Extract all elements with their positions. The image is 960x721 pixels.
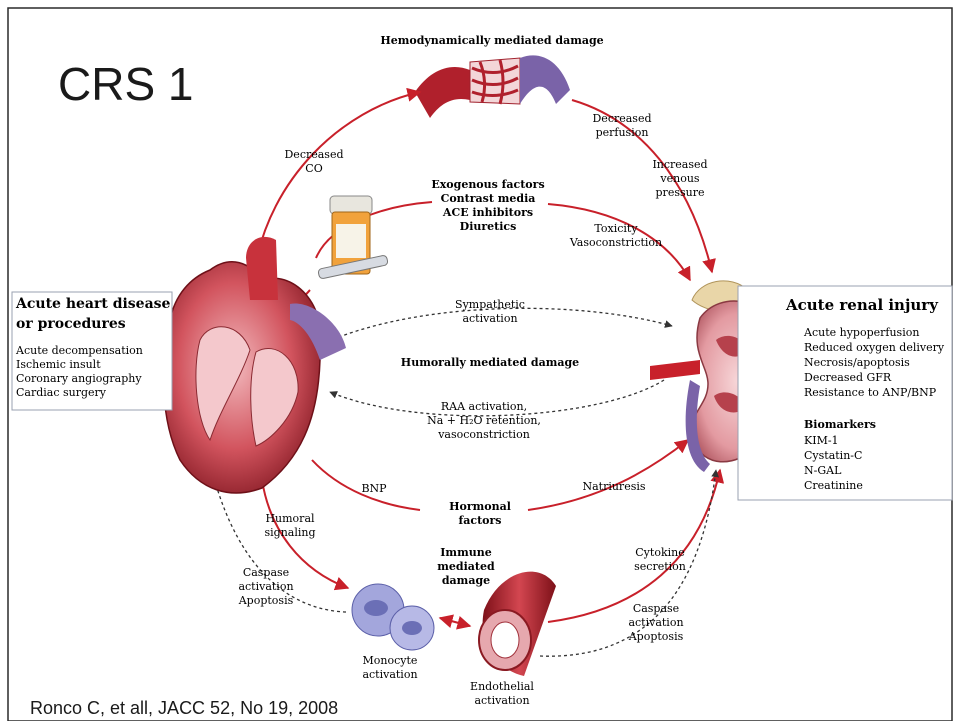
kidney-box-item: Decreased GFR xyxy=(804,371,892,384)
caspase-left-label: activation xyxy=(238,580,293,593)
monocyte-label: Monocyte xyxy=(363,654,418,667)
natriuresis-label: Natriuresis xyxy=(582,480,645,493)
kidney-box-item: Acute hypoperfusion xyxy=(803,326,919,339)
venous-pressure-label: Increased xyxy=(652,158,707,171)
heart-box-item: Ischemic insult xyxy=(16,358,101,371)
hemodynamic-heading: Hemodynamically mediated damage xyxy=(380,34,603,47)
biomarkers-heading: Biomarkers xyxy=(804,418,876,431)
exogenous-item: ACE inhibitors xyxy=(442,206,533,219)
biomarker-item: Cystatin-C xyxy=(804,449,862,462)
sympathetic-label: activation xyxy=(462,312,517,325)
immune-label: damage xyxy=(442,574,490,587)
biomarker-item: KIM-1 xyxy=(804,434,839,447)
endothelial-label: Endothelial xyxy=(470,680,534,693)
cytokine-label: Cytokine xyxy=(635,546,684,559)
renal-injury-box: Acute renal injury Acute hypoperfusion R… xyxy=(738,286,952,500)
caspase-right-label: Apoptosis xyxy=(628,630,684,643)
heart-box-title-1: Acute heart disease xyxy=(15,296,171,312)
humoral-signaling-label: Humoral xyxy=(265,512,315,525)
humoral-heading: Humorally mediated damage xyxy=(401,356,579,369)
immune-label: Immune xyxy=(440,546,491,559)
biomarker-item: N-GAL xyxy=(804,464,842,477)
raa-label: RAA activation, xyxy=(441,400,527,413)
hormonal-label: Hormonal xyxy=(449,500,511,513)
heart-box-title-2: or procedures xyxy=(16,316,126,332)
caspase-left-label: Caspase xyxy=(243,566,289,579)
heart-box-item: Acute decompensation xyxy=(15,344,143,357)
kidney-box-title: Acute renal injury xyxy=(785,296,939,314)
decreased-co-label: Decreased xyxy=(284,148,343,161)
venous-pressure-label: pressure xyxy=(656,186,705,199)
caspase-right-label: activation xyxy=(628,616,683,629)
decreased-perfusion-label: perfusion xyxy=(596,126,649,139)
exogenous-heading: Exogenous factors xyxy=(431,178,544,191)
bnp-label: BNP xyxy=(361,482,387,495)
kidney-box-item: Resistance to ANP/BNP xyxy=(804,386,937,399)
decreased-perfusion-label: Decreased xyxy=(592,112,651,125)
toxicity-label: Vasoconstriction xyxy=(569,236,662,249)
heart-box-item: Cardiac surgery xyxy=(16,386,107,399)
hormonal-label: factors xyxy=(459,514,502,527)
caspase-right-label: Caspase xyxy=(633,602,679,615)
cytokine-label: secretion xyxy=(634,560,686,573)
raa-label: Na + H₂O retention, xyxy=(427,414,541,427)
citation: Ronco C, et all, JACC 52, No 19, 2008 xyxy=(30,698,338,718)
sympathetic-label: Sympathetic xyxy=(455,298,525,311)
heart-disease-box: Acute heart disease or procedures Acute … xyxy=(12,292,172,410)
immune-label: mediated xyxy=(437,560,495,573)
exogenous-item: Contrast media xyxy=(441,192,536,205)
heart-box-item: Coronary angiography xyxy=(16,372,142,385)
humoral-signaling-label: signaling xyxy=(264,526,315,539)
exogenous-item: Diuretics xyxy=(460,220,517,233)
toxicity-label: Toxicity xyxy=(594,222,638,235)
raa-label: vasoconstriction xyxy=(437,428,530,441)
endothelial-label: activation xyxy=(474,694,529,707)
venous-pressure-label: venous xyxy=(659,172,700,185)
monocyte-label: activation xyxy=(362,668,417,681)
caspase-left-label: Apoptosis xyxy=(238,594,294,607)
biomarker-item: Creatinine xyxy=(804,479,863,492)
slide-title: CRS 1 xyxy=(58,58,193,110)
kidney-box-item: Reduced oxygen delivery xyxy=(804,341,945,354)
decreased-co-label: CO xyxy=(305,162,322,175)
kidney-box-item: Necrosis/apoptosis xyxy=(804,356,910,369)
